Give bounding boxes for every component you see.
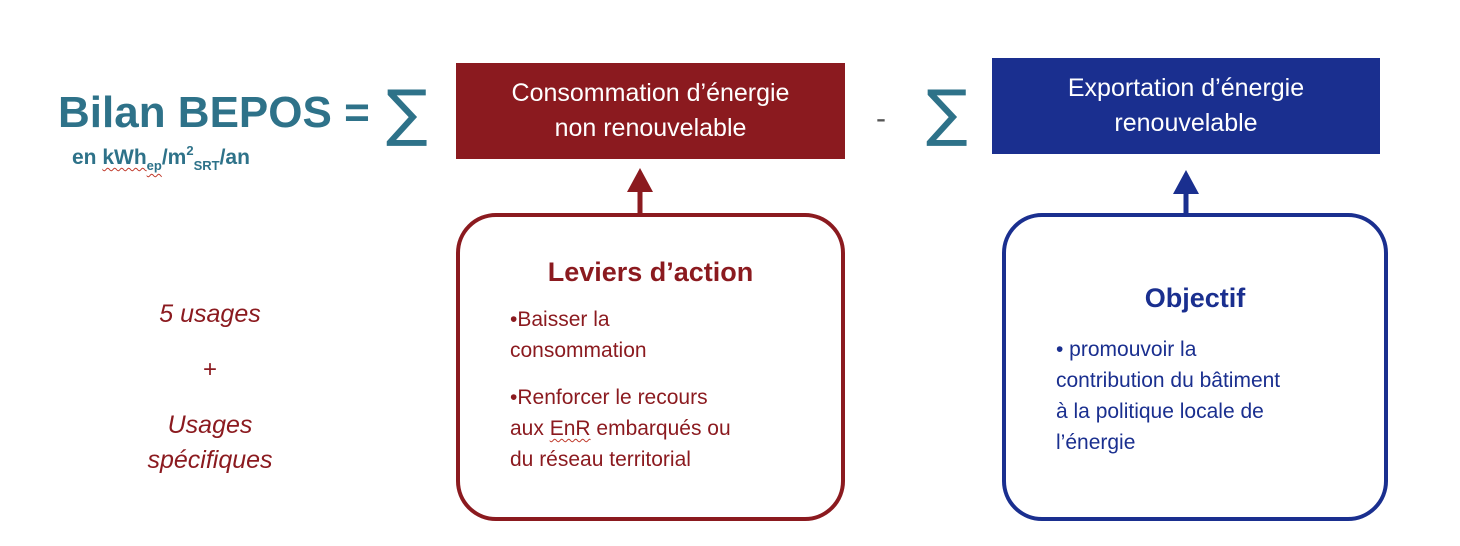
leviers-box: Leviers d’action •Baisser la consommatio… xyxy=(456,213,845,521)
exportation-box: Exportation d’énergie renouvelable xyxy=(992,58,1380,154)
equation-unit: en kWhep/m2SRT/an xyxy=(72,143,250,173)
equation-title: Bilan BEPOS = xyxy=(58,88,370,137)
consommation-line1: Consommation d’énergie xyxy=(511,79,790,107)
leviers-item2-post: embarqués ou xyxy=(590,417,731,440)
sigma-exportation: ∑ xyxy=(926,76,968,149)
unit-kwh: kWh xyxy=(102,146,147,169)
unit-m: /m xyxy=(161,146,187,169)
usages-second-line2: spécifiques xyxy=(147,446,273,474)
consommation-box: Consommation d’énergie non renouvelable xyxy=(456,63,845,159)
usages-specifiques: Usages spécifiques xyxy=(90,408,330,478)
arrow-up-leviers xyxy=(627,168,653,215)
unit-sup: 2 xyxy=(186,143,194,158)
consommation-line2: non renouvelable xyxy=(554,114,747,142)
exportation-line2: renouvelable xyxy=(1114,109,1258,137)
arrow-up-objectif xyxy=(1173,170,1199,215)
objectif-line4: l’énergie xyxy=(1056,431,1136,454)
objectif-box: Objectif • promouvoir la contribution du… xyxy=(1002,213,1388,521)
usages-plus: + xyxy=(202,356,217,383)
objectif-item: • promouvoir la contribution du bâtiment… xyxy=(1056,334,1364,458)
usages-second-line1: Usages xyxy=(167,411,253,439)
objectif-line1: • promouvoir la xyxy=(1056,338,1197,361)
unit-suffix: /an xyxy=(219,146,250,169)
leviers-item2-line2: aux EnR embarqués ou xyxy=(510,413,821,444)
objectif-list: • promouvoir la contribution du bâtiment… xyxy=(1006,334,1384,458)
leviers-item-renforcer: •Renforcer le recours aux EnR embarqués … xyxy=(510,382,821,475)
unit-srt: SRT xyxy=(193,158,220,173)
objectif-line3: à la politique locale de xyxy=(1056,400,1264,423)
unit-prefix: en xyxy=(72,146,103,169)
leviers-item1-line2: consommation xyxy=(510,339,647,362)
leviers-heading: Leviers d’action xyxy=(547,257,754,287)
objectif-line2: contribution du bâtiment xyxy=(1056,369,1281,392)
usages-five: 5 usages xyxy=(159,300,261,328)
leviers-item1-line1: •Baisser la xyxy=(510,308,610,331)
leviers-item2-line3: du réseau territorial xyxy=(510,448,691,471)
unit-ep: ep xyxy=(146,158,162,173)
minus-sign: - xyxy=(876,102,886,135)
leviers-item2-enr: EnR xyxy=(549,417,591,440)
leviers-list: •Baisser la consommation •Renforcer le r… xyxy=(460,304,841,475)
objectif-heading: Objectif xyxy=(1144,283,1246,313)
leviers-item2-line1: •Renforcer le recours xyxy=(510,386,708,409)
exportation-line1: Exportation d’énergie xyxy=(1067,74,1305,102)
leviers-item-baisser: •Baisser la consommation xyxy=(510,304,821,366)
leviers-item2-pre: aux xyxy=(510,417,550,440)
sigma-consommation: ∑ xyxy=(386,76,428,149)
